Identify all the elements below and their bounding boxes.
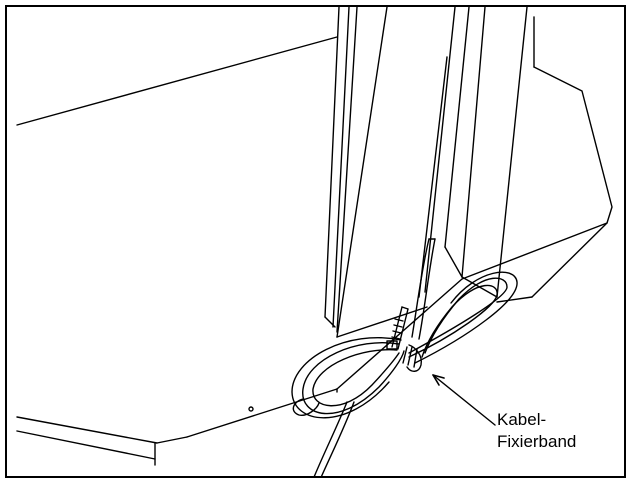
cable-tie xyxy=(386,306,423,372)
stand-column xyxy=(324,7,528,338)
cable-coil xyxy=(291,271,518,419)
base-plate xyxy=(16,36,338,466)
tie-head xyxy=(386,340,398,350)
cable-tie-label: Kabel- Fixierband xyxy=(497,409,576,453)
illustration-frame: Kabel- Fixierband xyxy=(5,5,626,478)
callout-leader xyxy=(432,374,496,426)
cable-tie-illustration xyxy=(16,7,613,476)
cable xyxy=(313,238,436,476)
screw-hole xyxy=(248,406,254,412)
cable-tie-label-line2: Fixierband xyxy=(497,432,577,451)
housing xyxy=(336,16,613,393)
cable-tie-label-line1: Kabel- xyxy=(497,410,547,429)
